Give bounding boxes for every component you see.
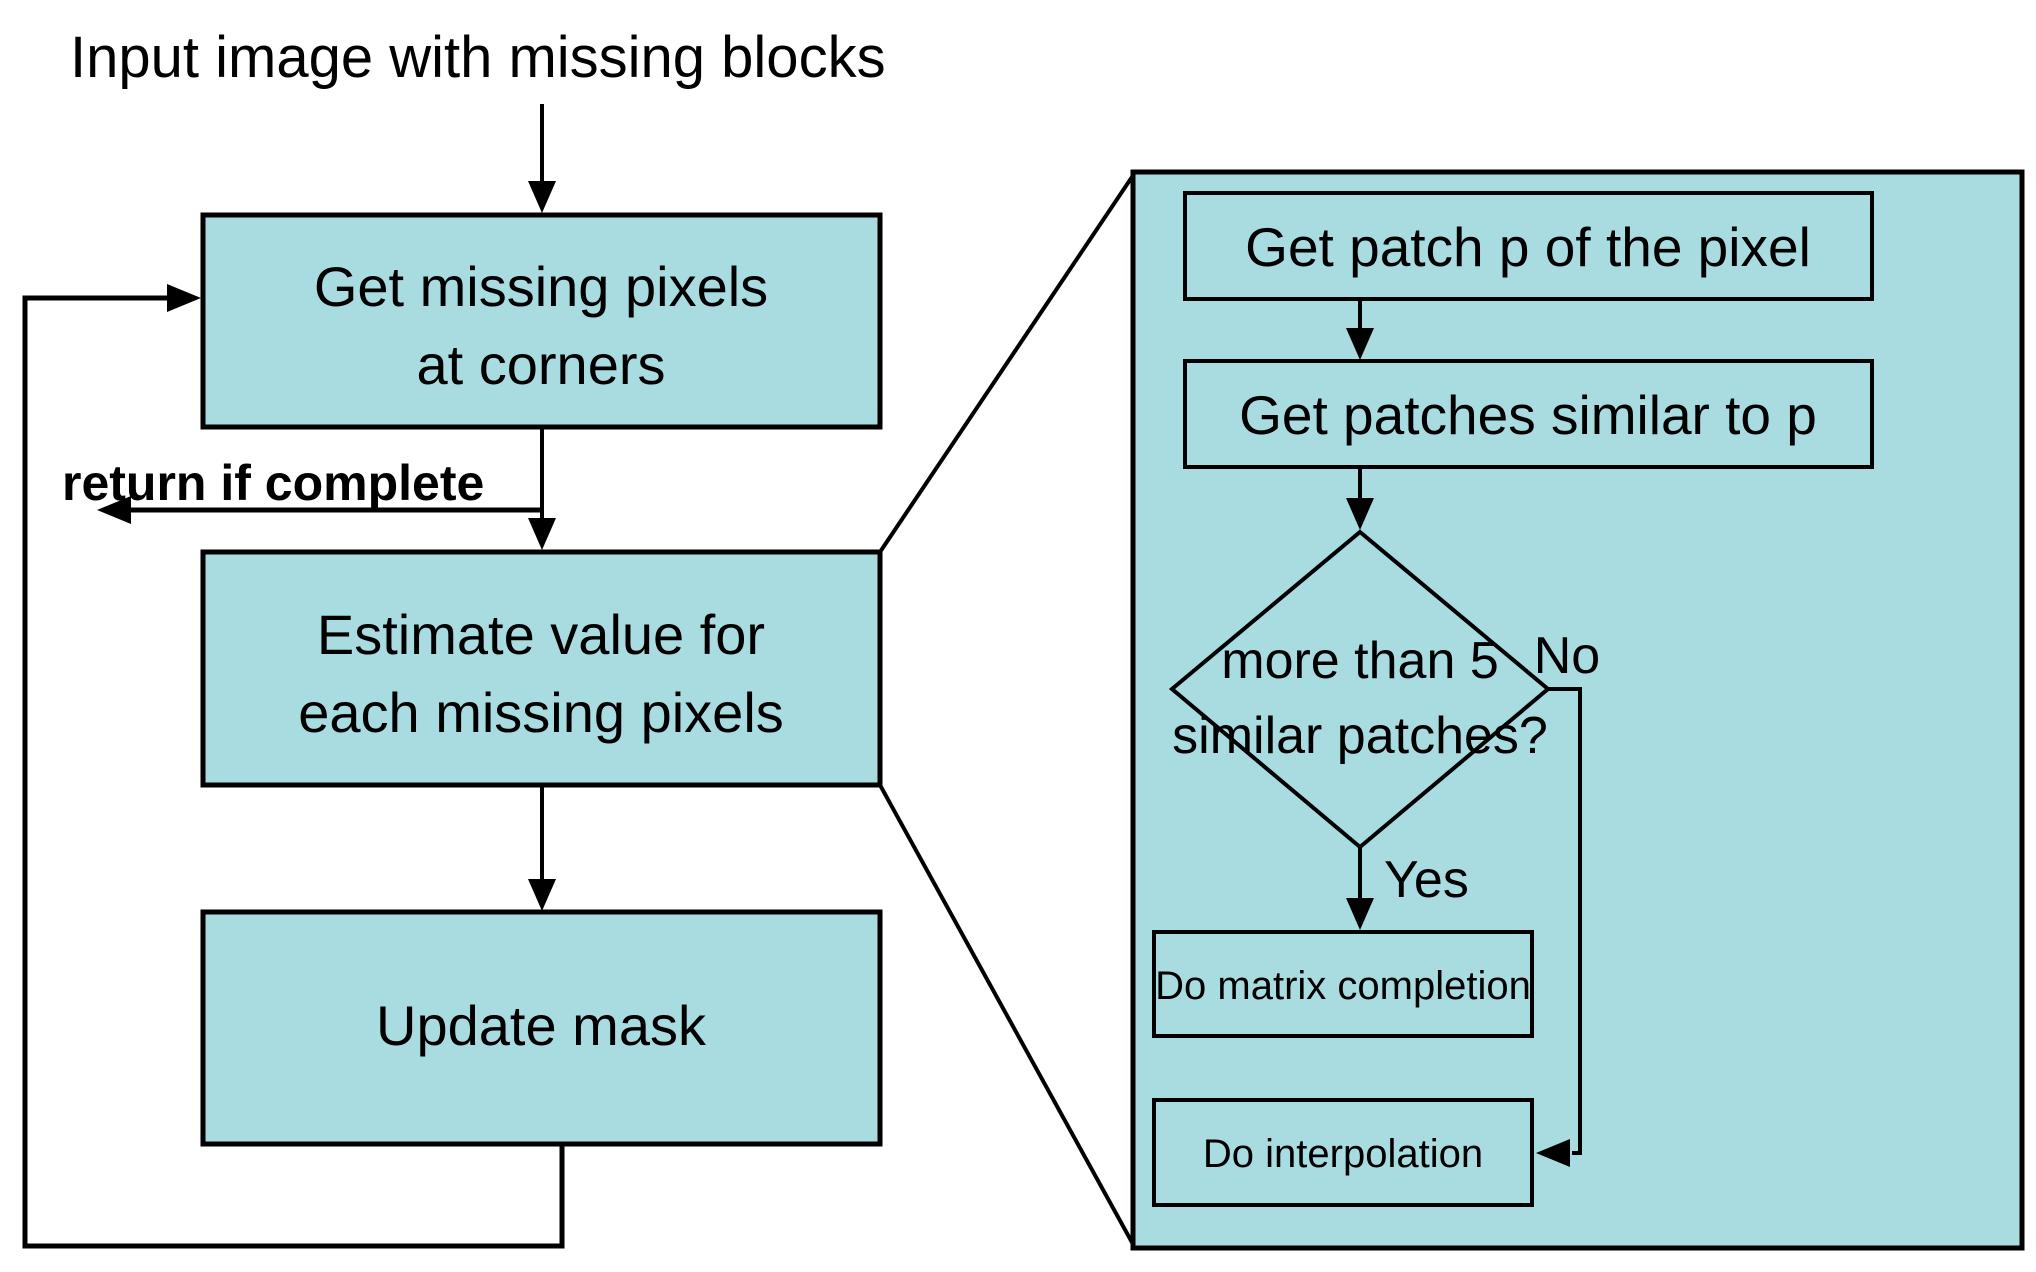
box-estimate-value-line2: each missing pixels: [298, 681, 784, 744]
diagram-title: Input image with missing blocks: [70, 25, 886, 90]
box-interpolation-label: Do interpolation: [1203, 1132, 1483, 1176]
decision-line1: more than 5: [1221, 632, 1499, 690]
decision-line2: similar patches?: [1172, 707, 1548, 765]
arrowhead-decision-to-matrix: [1346, 898, 1374, 930]
arrowhead-estimate-to-update: [528, 879, 556, 911]
arrowhead-similar-to-decision: [1346, 498, 1374, 530]
box-matrix-completion-label: Do matrix completion: [1155, 964, 1531, 1008]
return-arrowhead: [97, 496, 131, 524]
no-branch-line: [1548, 687, 1582, 1155]
arrowhead-get-missing-to-estimate: [528, 518, 556, 550]
box-matrix-completion: [1152, 930, 1534, 1038]
box-update-mask: [200, 909, 883, 1147]
no-branch-arrowhead: [1536, 1139, 1570, 1167]
box-get-patch: [1183, 191, 1874, 301]
yes-label: Yes: [1384, 851, 1469, 909]
box-get-similar-label: Get patches similar to p: [1239, 384, 1817, 446]
return-label: return if complete: [62, 455, 484, 511]
box-get-missing-pixels-line1: Get missing pixels: [314, 255, 768, 318]
loop-back-arrowhead: [167, 284, 201, 312]
arrowhead-patch-to-similar: [1346, 328, 1374, 360]
box-get-missing-pixels: [200, 212, 883, 430]
loop-back-line: [22, 295, 565, 1249]
box-get-patch-label: Get patch p of the pixel: [1245, 216, 1811, 278]
arrowhead-title-to-get-missing: [528, 181, 556, 213]
box-update-mask-line1: Update mask: [376, 994, 707, 1057]
no-label: No: [1534, 627, 1600, 685]
box-get-missing-pixels-line2: at corners: [417, 333, 666, 396]
box-estimate-value-line1: Estimate value for: [317, 603, 765, 666]
box-estimate-value: [200, 549, 883, 788]
box-interpolation: [1152, 1098, 1534, 1207]
callout-line-lower: [878, 784, 1136, 1247]
callout-line-upper: [878, 172, 1136, 554]
box-get-similar: [1183, 359, 1874, 469]
